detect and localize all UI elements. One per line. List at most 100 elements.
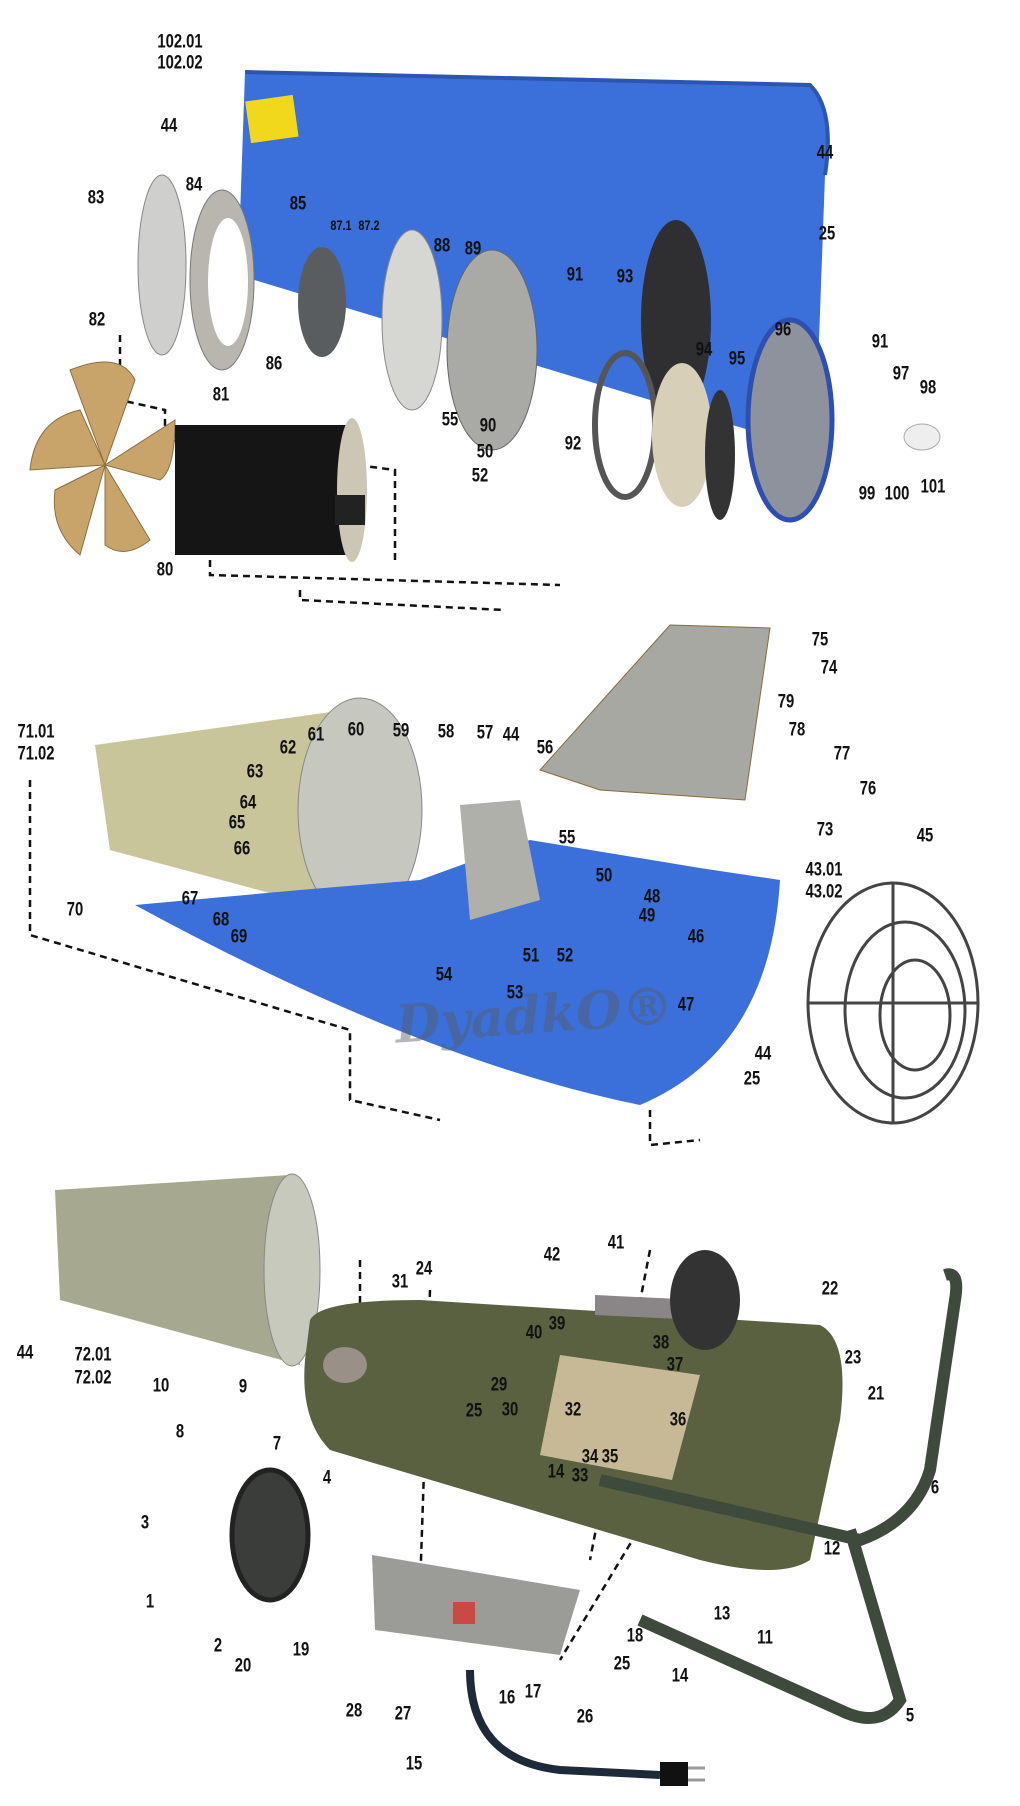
part-label: 82 bbox=[88, 309, 106, 331]
part-label: 91 bbox=[871, 331, 889, 353]
part-label: 44 bbox=[16, 1342, 34, 1364]
part-label: 8 bbox=[175, 1421, 185, 1443]
part-label: 54 bbox=[435, 964, 453, 986]
part-label: 9 bbox=[238, 1376, 248, 1398]
part-label: 80 bbox=[156, 559, 174, 581]
part-label: 15 bbox=[405, 1753, 423, 1775]
part-label: 32 bbox=[564, 1399, 582, 1421]
part-label: 74 bbox=[820, 657, 838, 679]
part-label: 37 bbox=[666, 1354, 684, 1376]
part-label: 71.01 bbox=[17, 721, 55, 743]
part-label: 25 bbox=[465, 1400, 483, 1422]
part-label: 59 bbox=[392, 720, 410, 742]
part-label: 55 bbox=[441, 409, 459, 431]
part-label: 25 bbox=[743, 1068, 761, 1090]
part-label: 20 bbox=[234, 1655, 252, 1677]
part-label: 24 bbox=[415, 1258, 433, 1280]
part-label: 61 bbox=[307, 724, 325, 746]
part-label: 14 bbox=[671, 1665, 689, 1687]
part-label: 43.01 bbox=[805, 859, 843, 881]
part-label: 51 bbox=[522, 945, 540, 967]
fan-blades bbox=[29, 361, 176, 556]
wheel-front bbox=[229, 1467, 311, 1603]
part-label: 73 bbox=[816, 819, 834, 841]
part-label: 18 bbox=[626, 1625, 644, 1647]
part-label: 67 bbox=[181, 888, 199, 910]
part-label: 55 bbox=[558, 827, 576, 849]
part-label: 79 bbox=[777, 691, 795, 713]
part-label: 85 bbox=[289, 193, 307, 215]
part-label: 71.02 bbox=[17, 743, 55, 765]
motor-body bbox=[175, 425, 355, 555]
part-label: 40 bbox=[525, 1322, 543, 1344]
part-label: 94 bbox=[695, 339, 713, 361]
part-label: 36 bbox=[669, 1409, 687, 1431]
part-label: 58 bbox=[437, 721, 455, 743]
part-label: 92 bbox=[564, 433, 582, 455]
part-label: 101 bbox=[920, 476, 946, 498]
part-label: 99 bbox=[858, 483, 876, 505]
part-label: 102.01 bbox=[157, 31, 203, 53]
part-label: 26 bbox=[576, 1706, 594, 1728]
part-label: 68 bbox=[212, 909, 230, 931]
part-label: 83 bbox=[87, 187, 105, 209]
part-label: 97 bbox=[892, 363, 910, 385]
part-label: 35 bbox=[601, 1446, 619, 1468]
combustion-chamber bbox=[95, 710, 370, 920]
part-label: 81 bbox=[212, 384, 230, 406]
part-label: 25 bbox=[818, 223, 836, 245]
bottom-cover-shape bbox=[135, 840, 780, 1105]
part-label: 2 bbox=[213, 1635, 223, 1657]
part-label: 102.02 bbox=[157, 52, 203, 74]
part-label: 44 bbox=[816, 142, 834, 164]
part-label: 44 bbox=[754, 1043, 772, 1065]
part-label: 12 bbox=[823, 1538, 841, 1560]
part-label: 33 bbox=[571, 1465, 589, 1487]
part-label: 87.1 bbox=[330, 217, 352, 233]
part-label: 29 bbox=[490, 1374, 508, 1396]
part-label: 63 bbox=[246, 761, 264, 783]
part-label: 14 bbox=[547, 1461, 565, 1483]
part-label: 50 bbox=[595, 865, 613, 887]
part-label: 65 bbox=[228, 812, 246, 834]
part-label: 44 bbox=[502, 724, 520, 746]
part-label: 30 bbox=[501, 1399, 519, 1421]
part-label: 48 bbox=[643, 886, 661, 908]
part-label: 72.02 bbox=[74, 1367, 112, 1389]
part-label: 45 bbox=[916, 825, 934, 847]
part-label: 56 bbox=[536, 737, 554, 759]
part-label: 52 bbox=[471, 465, 489, 487]
part-label: 87.2 bbox=[358, 217, 380, 233]
chamber-72 bbox=[55, 1175, 300, 1365]
part-label: 23 bbox=[844, 1347, 862, 1369]
part-label: 69 bbox=[230, 926, 248, 948]
part-label: 27 bbox=[394, 1703, 412, 1725]
part-label: 4 bbox=[322, 1467, 332, 1489]
part-label: 95 bbox=[728, 348, 746, 370]
part-label: 21 bbox=[867, 1383, 885, 1405]
part-label: 50 bbox=[476, 441, 494, 463]
part-label: 70 bbox=[66, 899, 84, 921]
part-label: 60 bbox=[347, 719, 365, 741]
part-label: 39 bbox=[548, 1313, 566, 1335]
part-label: 43.02 bbox=[805, 881, 843, 903]
handle-frame bbox=[598, 1268, 963, 1724]
part-label: 38 bbox=[652, 1332, 670, 1354]
part-label: 28 bbox=[345, 1700, 363, 1722]
part-label: 93 bbox=[616, 266, 634, 288]
part-label: 42 bbox=[543, 1244, 561, 1266]
part-label: 6 bbox=[930, 1477, 940, 1499]
part-label: 78 bbox=[788, 719, 806, 741]
part-label: 62 bbox=[279, 737, 297, 759]
part-label: 90 bbox=[479, 415, 497, 437]
part-label: 16 bbox=[498, 1687, 516, 1709]
part-label: 41 bbox=[607, 1232, 625, 1254]
part-label: 72.01 bbox=[74, 1344, 112, 1366]
part-label: 86 bbox=[265, 353, 283, 375]
fan-guard bbox=[806, 881, 980, 1125]
part-label: 19 bbox=[292, 1639, 310, 1661]
part-label: 96 bbox=[774, 319, 792, 341]
power-cord bbox=[466, 1669, 661, 1779]
